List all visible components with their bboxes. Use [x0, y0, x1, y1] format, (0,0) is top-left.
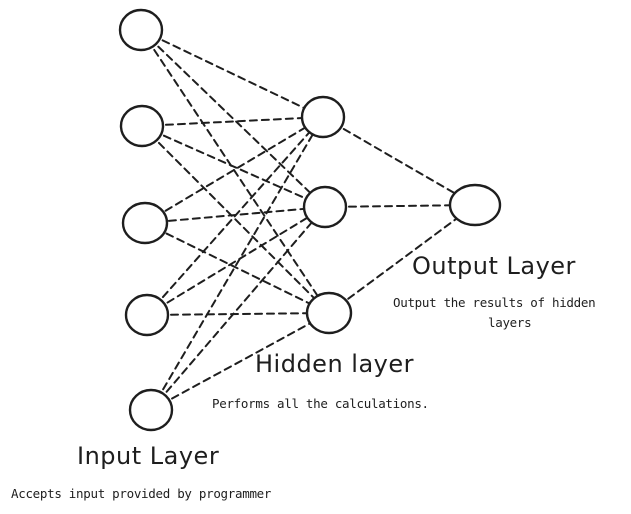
edge-input-5-to-hidden-1: [150, 116, 324, 411]
edge-input-1-to-hidden-1: [140, 29, 324, 118]
output-layer-title: Output Layer: [412, 252, 576, 280]
hidden-node-1: [300, 95, 346, 139]
output-layer-description-line2: layers: [488, 315, 532, 330]
input-node-2: [119, 104, 165, 148]
edge-hidden-1-to-output-1: [322, 116, 476, 206]
network-nodes: [118, 8, 502, 432]
edge-input-5-to-hidden-3: [150, 312, 330, 411]
hidden-layer-title: Hidden layer: [255, 350, 414, 378]
input-node-3: [121, 201, 169, 245]
edge-input-2-to-hidden-3: [141, 125, 330, 314]
edge-input-4-to-hidden-2: [146, 206, 326, 316]
edge-input-5-to-hidden-2: [150, 206, 326, 411]
edge-input-4-to-hidden-3: [146, 312, 330, 316]
input-node-5: [128, 388, 174, 432]
edge-input-1-to-hidden-3: [140, 29, 330, 314]
edge-input-2-to-hidden-1: [141, 116, 324, 127]
input-node-4: [124, 293, 170, 337]
input-layer-description: Accepts input provided by programmer: [11, 486, 272, 501]
input-layer-title: Input Layer: [77, 442, 220, 470]
edge-input-1-to-hidden-2: [140, 29, 326, 208]
edge-input-3-to-hidden-1: [144, 116, 324, 224]
edge-hidden-3-to-output-1: [328, 204, 476, 314]
edge-input-2-to-hidden-2: [141, 125, 326, 208]
output-node-1: [448, 183, 502, 227]
output-layer-description-line1: Output the results of hidden: [393, 295, 596, 310]
hidden-layer-description: Performs all the calculations.: [212, 396, 429, 411]
input-node-1: [118, 8, 164, 52]
connection-edges: [140, 29, 476, 411]
edge-input-3-to-hidden-3: [144, 222, 330, 314]
hidden-node-2: [302, 185, 348, 229]
hidden-node-3: [305, 291, 353, 335]
edge-input-4-to-hidden-1: [146, 116, 324, 316]
